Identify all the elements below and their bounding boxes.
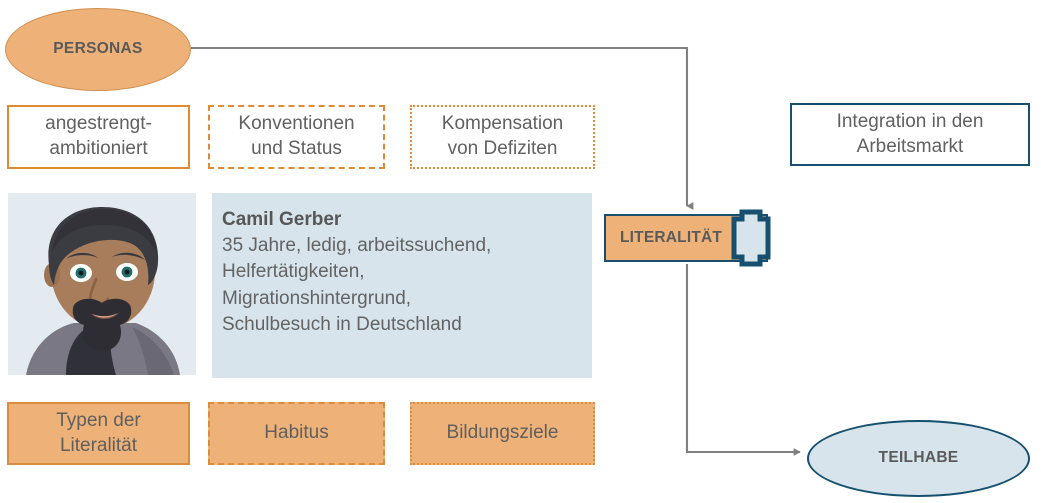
attribute-box-typen-der-literalitaet[interactable]: Typen der Literalität [7,402,190,465]
attribute-box-label: Bildungsziele [446,422,559,444]
attribute-box-label: Habitus [264,422,329,444]
attribute-box-habitus[interactable]: Habitus [208,402,385,465]
persona-avatar [8,193,196,375]
attribute-box-label: angestrengt- ambitioniert [45,113,152,159]
book-icon [731,209,771,267]
node-teilhabe[interactable]: TEILHABE [807,420,1030,497]
attribute-box-angestrengt-ambitioniert[interactable]: angestrengt- ambitioniert [7,105,190,169]
node-teilhabe-label: TEILHABE [878,449,959,467]
attribute-box-label: Typen der Literalität [56,409,141,456]
node-integration-label: Integration in den Arbeitsmarkt [836,110,984,157]
node-integration-arbeitsmarkt[interactable]: Integration in den Arbeitsmarkt [790,103,1030,166]
persona-info-panel: Camil Gerber 35 Jahre, ledig, arbeitssuc… [212,193,592,378]
attribute-box-bildungsziele[interactable]: Bildungsziele [410,402,595,465]
attribute-box-konventionen-und-status[interactable]: Konventionen und Status [208,105,385,169]
attribute-box-label: Kompensation von Defiziten [441,113,564,159]
persona-name: Camil Gerber [222,209,342,230]
avatar-illustration [8,193,196,375]
attribute-box-kompensation-von-defiziten[interactable]: Kompensation von Defiziten [410,105,595,169]
attribute-box-label: Konventionen und Status [238,113,355,159]
node-literalitaet-label: LITERALITÄT [620,228,723,246]
connector-literalitaet-to-teilhabe [685,264,801,456]
persona-description: 35 Jahre, ledig, arbeitssuchend, Helfert… [222,235,492,335]
node-personas[interactable]: PERSONAS [5,8,191,91]
node-personas-label: PERSONAS [53,40,143,58]
